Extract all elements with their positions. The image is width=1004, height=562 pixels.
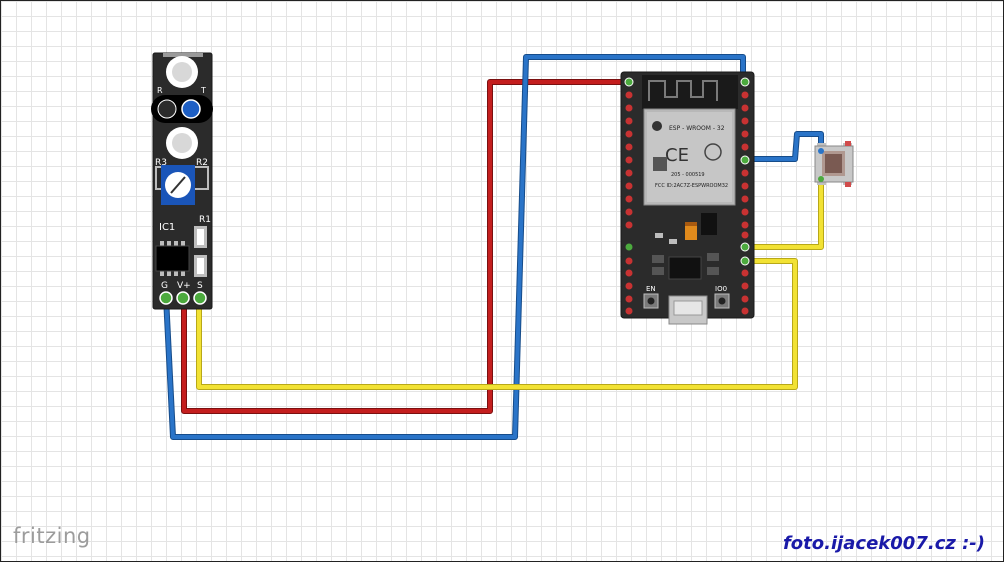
endpoint-yellow-signal: [740, 256, 750, 266]
esp32-left-pins: [625, 78, 633, 315]
qr-code: [653, 157, 667, 171]
ir-sensor-module[interactable]: R T R3 R2 IC1 R1: [151, 52, 213, 310]
push-button[interactable]: [814, 141, 854, 187]
esp-wroom-32-module: ESP - WROOM - 32 CE 205 - 000519 FCC ID:…: [643, 108, 736, 206]
sensor-pin-g[interactable]: [159, 291, 173, 305]
capacitor: [685, 222, 697, 240]
module-name: ESP - WROOM - 32: [669, 125, 725, 132]
fcc-line: FCC ID:2AC7Z-ESPWROOM32: [655, 183, 728, 189]
pin-label-g: G: [161, 281, 168, 291]
label-r: R: [157, 86, 163, 95]
pin-label-vplus: V+: [177, 281, 191, 291]
wire-blue-button-core: [741, 132, 823, 161]
wire-yellow-signal-core: [197, 259, 797, 389]
endpoint-yellow-button: [740, 242, 750, 252]
label-r1: R1: [199, 215, 211, 225]
ce-mark: CE: [665, 145, 689, 166]
usb-uart-chip: [668, 256, 702, 280]
label-r2: R2: [196, 158, 208, 168]
esp32-board[interactable]: ESP - WROOM - 32 CE 205 - 000519 FCC ID:…: [620, 71, 755, 325]
ir-led-blue: [181, 99, 201, 119]
photo-diode: [157, 99, 177, 119]
wire-red-vplus-core: [182, 80, 629, 413]
regulator: [701, 213, 717, 235]
wire-blue-button[interactable]: [740, 131, 824, 162]
sensor-pin-vplus[interactable]: [176, 291, 190, 305]
endpoint-blue-button: [740, 155, 750, 165]
esp32-right-pins: [741, 78, 749, 315]
endpoint-blue-top: [740, 77, 750, 87]
label-io0: IO0: [715, 285, 727, 293]
wifi-logo: [704, 143, 722, 161]
photo-credit: foto.ijacek007.cz :-): [782, 533, 985, 554]
label-r3: R3: [155, 158, 167, 168]
label-t: T: [200, 86, 206, 95]
wire-yellow-button-core: [741, 177, 823, 249]
wire-red-vplus[interactable]: [181, 79, 630, 414]
sensor-pin-s[interactable]: [193, 291, 207, 305]
fritzing-logo: fritzing: [13, 524, 91, 548]
cert-line: 205 - 000519: [671, 172, 705, 178]
potentiometer[interactable]: [155, 165, 209, 205]
wire-yellow-button[interactable]: [740, 176, 824, 250]
label-ic1: IC1: [159, 222, 175, 233]
pin-label-s: S: [197, 281, 203, 291]
label-en: EN: [646, 285, 656, 293]
wire-blue-ground-core: [164, 55, 745, 439]
endpoint-red: [624, 77, 634, 87]
ic1-chip: [155, 241, 190, 276]
